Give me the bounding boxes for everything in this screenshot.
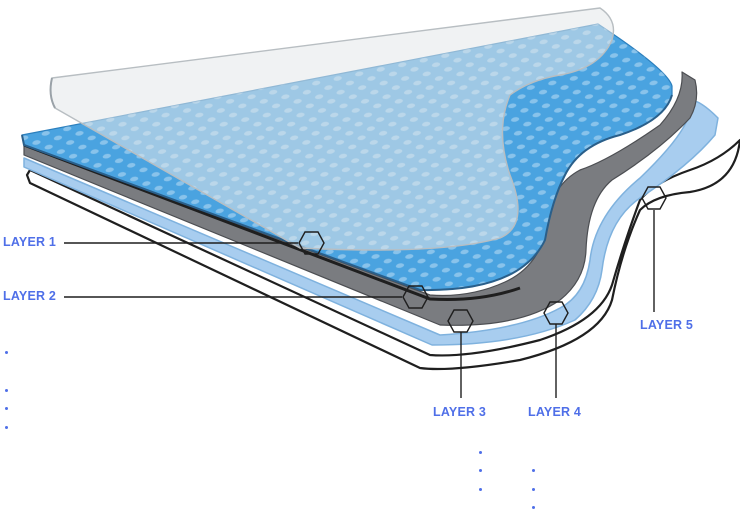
layer-4-lightblue	[23, 99, 719, 346]
bullet-dot	[532, 506, 535, 509]
leader-lines	[64, 210, 655, 398]
bullet-dot	[5, 389, 8, 392]
layer-1-film	[49, 7, 615, 251]
bullet-dot	[5, 426, 8, 429]
bullet-dot	[5, 351, 8, 354]
label-layer-3: LAYER 3	[433, 405, 487, 419]
bullet-dot	[532, 469, 535, 472]
label-layer-2: LAYER 2	[3, 289, 57, 303]
hexagon-marker-icon	[298, 231, 325, 255]
layer-2-edge	[21, 94, 673, 292]
label-layer-5: LAYER 5	[640, 318, 694, 332]
hexagon-marker-icon	[402, 285, 429, 309]
label-layer-1: LAYER 1	[3, 235, 57, 249]
bullet-dot	[5, 407, 8, 410]
bullet-dot	[479, 488, 482, 491]
bullet-dot	[479, 469, 482, 472]
layer-1-film-edge	[49, 77, 56, 109]
hexagon-marker-icon	[447, 309, 474, 333]
layer-edge-line	[23, 143, 521, 302]
hexagon-marker-icon	[543, 301, 569, 325]
label-layer-4: LAYER 4	[528, 405, 582, 419]
bullet-dot	[479, 451, 482, 454]
bullet-dot	[532, 488, 535, 491]
layer-5-base	[25, 138, 740, 371]
hexagon-marker-icon	[641, 186, 667, 210]
